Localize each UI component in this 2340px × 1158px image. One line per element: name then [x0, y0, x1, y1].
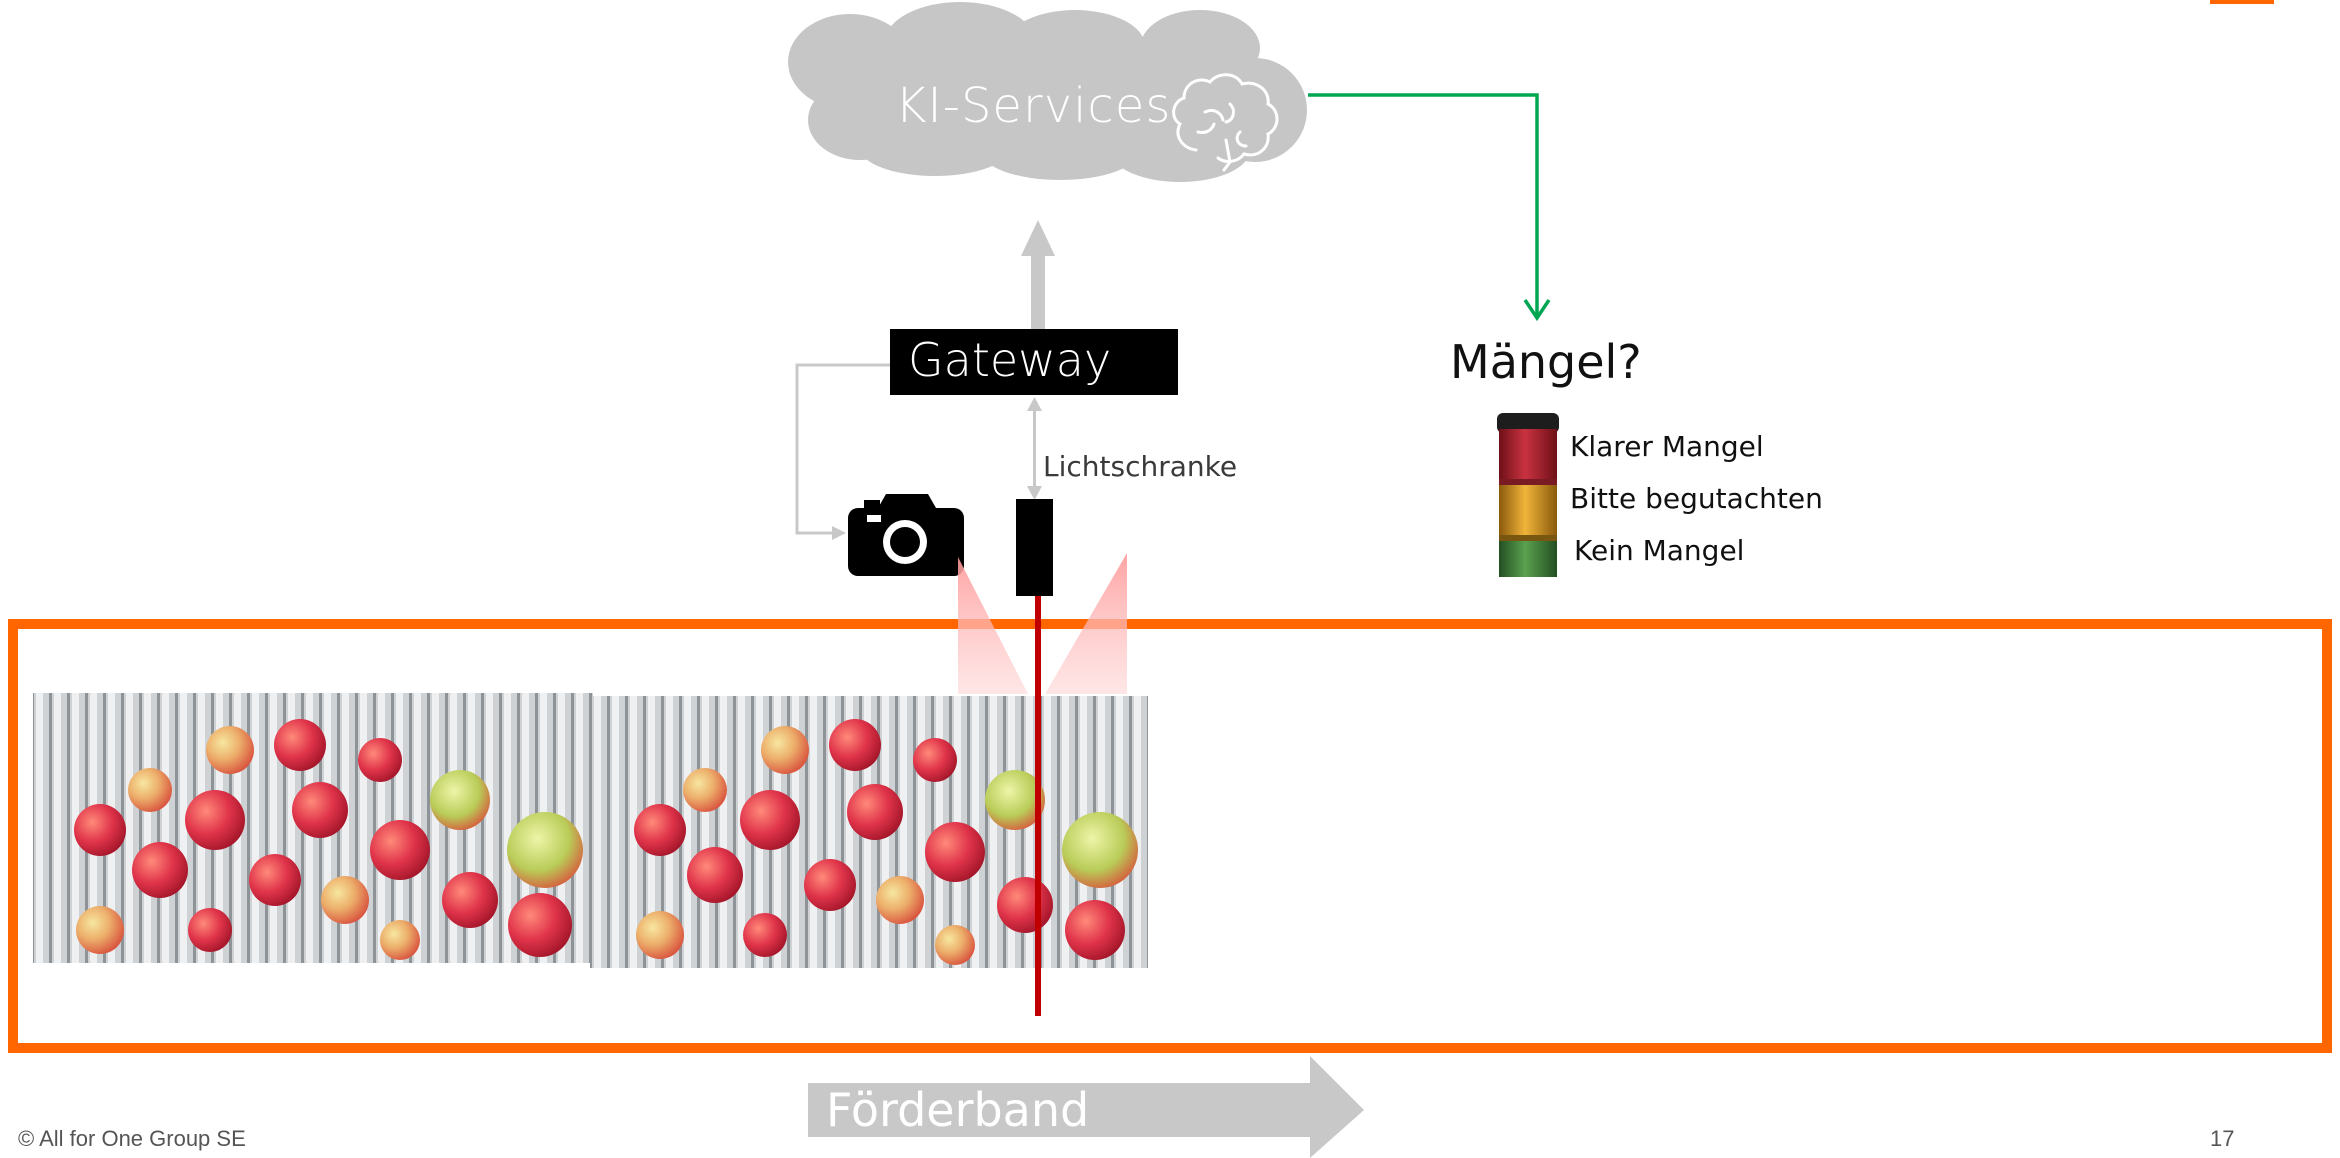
gateway-sensor-connector	[1027, 397, 1042, 500]
gateway-box	[890, 329, 1178, 395]
gateway-label: Gateway	[908, 333, 1112, 387]
signal-tower-icon	[1497, 413, 1559, 577]
light-barrier-beam	[1035, 596, 1041, 1016]
conveyor-belt-image-1	[33, 693, 593, 963]
legend-no-defect: Kein Mangel	[1574, 534, 1745, 567]
footer-copyright: © All for One Group SE	[18, 1126, 246, 1151]
camera-icon	[848, 494, 964, 576]
light-barrier-sensor	[1016, 499, 1053, 596]
legend-please-review: Bitte begutachten	[1570, 482, 1823, 515]
camera-field-of-view-right	[1045, 553, 1127, 694]
camera-field-of-view-left	[958, 557, 1028, 694]
corner-accent	[2210, 0, 2274, 4]
brain-icon	[1172, 73, 1279, 172]
ki-services-label: KI-Services	[895, 78, 1172, 134]
conveyor-direction-arrow	[808, 1056, 1364, 1158]
ki-services-cloud	[788, 2, 1307, 182]
gateway-to-cloud-arrow	[1021, 220, 1055, 330]
defects-question: Mängel?	[1450, 335, 1642, 389]
light-barrier-label: Lichtschranke	[1043, 450, 1238, 483]
cloud-to-defects-arrow	[1308, 93, 1551, 322]
legend-clear-defect: Klarer Mangel	[1570, 430, 1764, 463]
page-number: 17	[2210, 1126, 2235, 1151]
conveyor-belt-image-2	[590, 696, 1148, 968]
conveyor-frame	[8, 619, 2332, 1053]
conveyor-label: Förderband	[826, 1083, 1090, 1137]
